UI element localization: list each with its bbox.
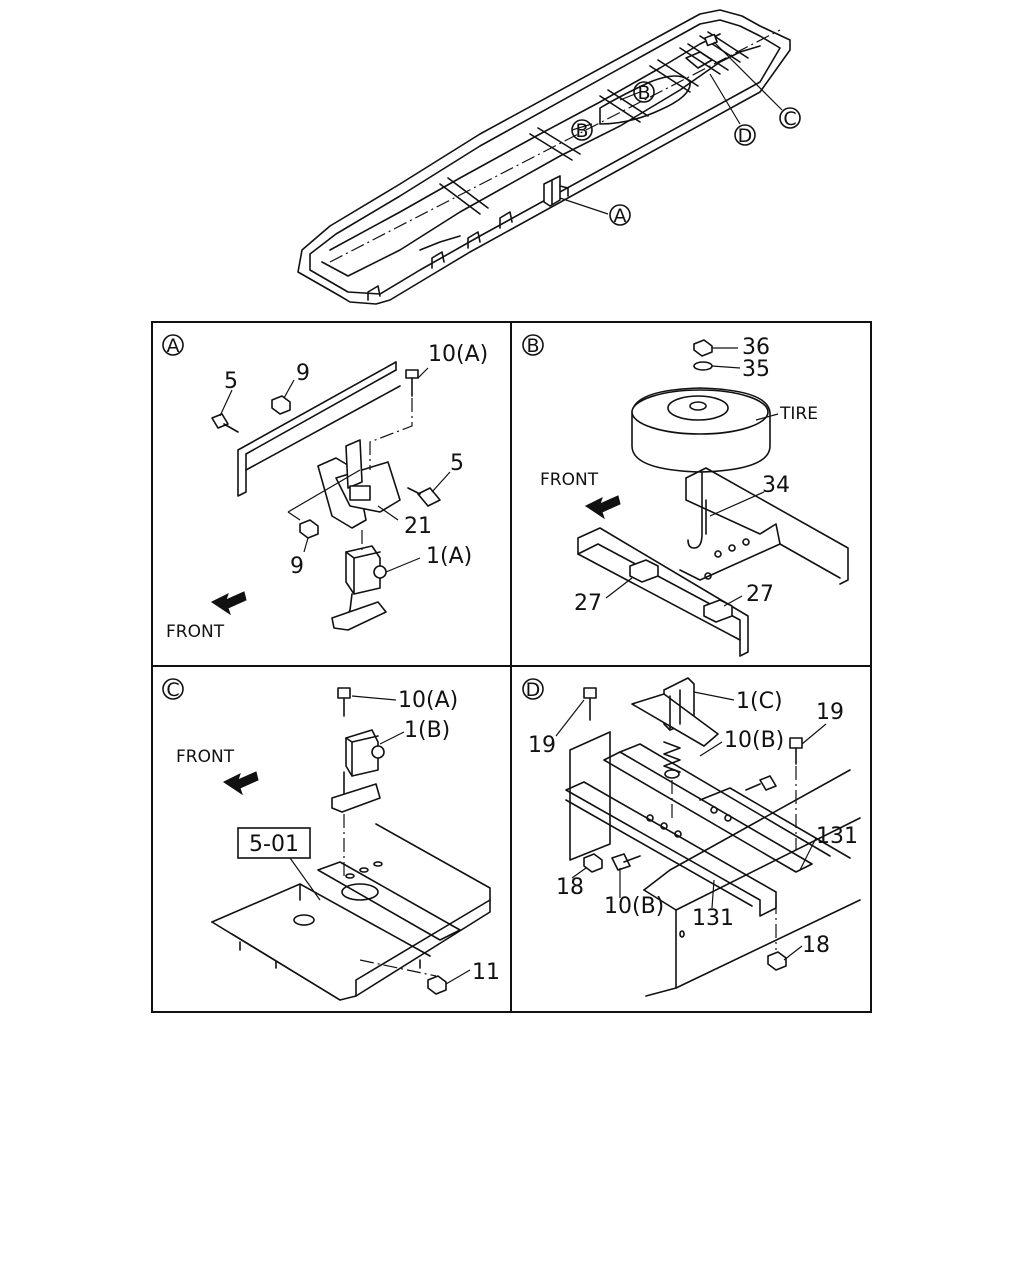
panel-b: B FRONT 36 35 xyxy=(522,334,849,657)
callout-b-lower: B xyxy=(571,119,593,142)
label-part-36: 36 xyxy=(742,335,770,360)
callout-letter: B xyxy=(575,120,588,142)
label-part-5: 5 xyxy=(450,451,464,476)
label-part-11: 11 xyxy=(472,960,500,985)
callout-a: A xyxy=(609,204,631,227)
label-part-10a: 10(A) xyxy=(428,342,488,367)
label-part-18: 18 xyxy=(802,933,830,958)
callout-b-upper: B xyxy=(633,81,655,104)
chassis-overview xyxy=(297,9,791,305)
panel-c-letter: C xyxy=(162,678,184,701)
panel-c: C 5-01 FRONT xyxy=(162,678,500,1001)
front-arrow-icon xyxy=(211,591,247,616)
callout-letter: A xyxy=(614,205,627,227)
ref-box-label: 5-01 xyxy=(249,832,299,857)
front-label: FRONT xyxy=(540,470,599,490)
front-label: FRONT xyxy=(176,747,235,767)
label-part-18: 18 xyxy=(556,875,584,900)
overview-callouts: B B D C A xyxy=(571,81,801,227)
callout-d: D xyxy=(734,124,756,147)
label-part-5: 5 xyxy=(224,369,238,394)
label-part-131: 131 xyxy=(816,824,858,849)
label-part-10b: 10(B) xyxy=(724,728,784,753)
callout-letter: B xyxy=(637,82,650,104)
label-part-21: 21 xyxy=(404,514,432,539)
panel-d: D xyxy=(522,677,861,997)
label-part-9: 9 xyxy=(296,361,310,386)
label-part-27: 27 xyxy=(746,582,774,607)
label-part-34: 34 xyxy=(762,473,790,498)
label-tire: TIRE xyxy=(779,404,818,424)
svg-text:C: C xyxy=(166,679,179,701)
label-part-19: 19 xyxy=(528,733,556,758)
panel-a: A FRONT xyxy=(162,334,488,642)
label-part-1c: 1(C) xyxy=(736,689,783,714)
callout-letter: D xyxy=(738,125,753,147)
front-arrow-icon xyxy=(585,495,621,520)
panel-a-letter: A xyxy=(162,334,184,357)
label-part-1b: 1(B) xyxy=(404,718,450,743)
label-part-1a: 1(A) xyxy=(426,544,472,569)
label-part-10a: 10(A) xyxy=(398,688,458,713)
svg-text:B: B xyxy=(526,335,539,357)
label-part-131: 131 xyxy=(692,906,734,931)
label-part-9: 9 xyxy=(290,554,304,579)
callout-c: C xyxy=(779,107,801,130)
detail-grid xyxy=(151,321,872,1013)
svg-text:A: A xyxy=(167,335,180,357)
front-label: FRONT xyxy=(166,622,225,642)
label-part-19: 19 xyxy=(816,700,844,725)
svg-text:D: D xyxy=(526,679,541,701)
label-part-35: 35 xyxy=(742,357,770,382)
label-part-10b: 10(B) xyxy=(604,894,664,919)
callout-letter: C xyxy=(783,108,796,130)
panel-b-letter: B xyxy=(522,334,544,357)
front-arrow-icon xyxy=(223,771,259,796)
label-part-27: 27 xyxy=(574,591,602,616)
panel-d-letter: D xyxy=(522,678,544,701)
